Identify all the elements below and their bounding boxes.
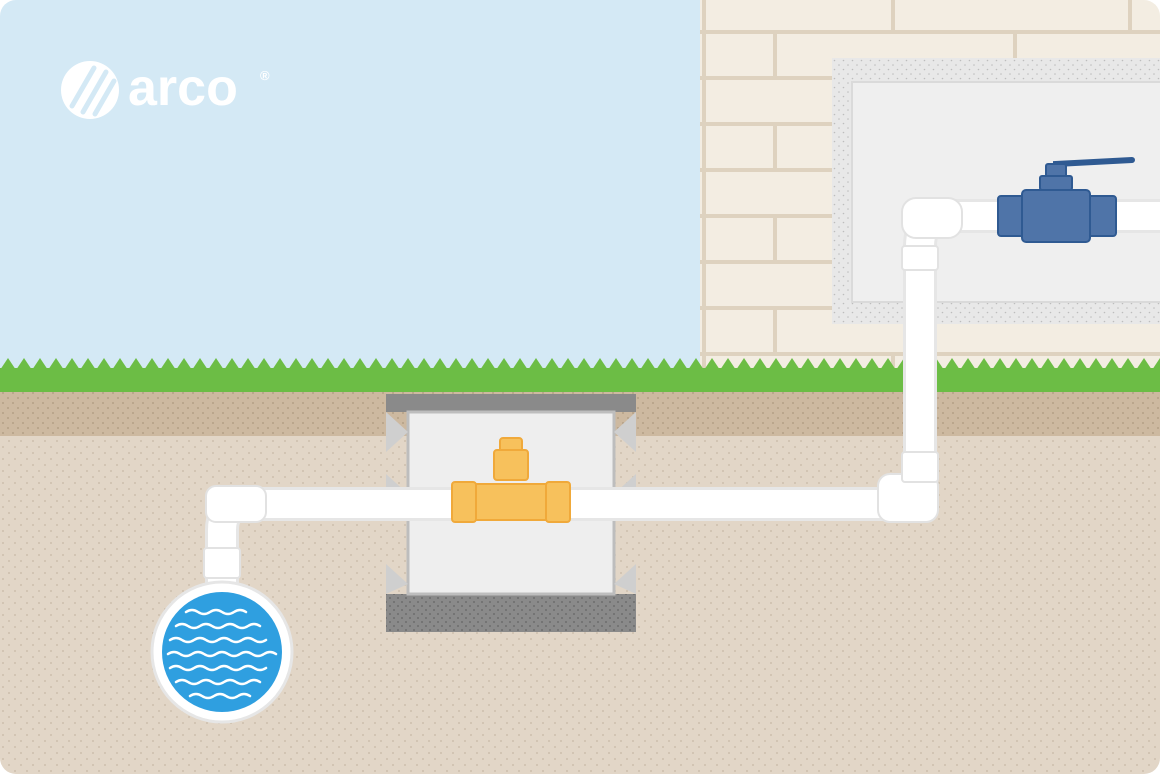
arco-logo-icon [61, 61, 119, 119]
water-well-icon [150, 580, 294, 724]
check-valve-icon [451, 437, 571, 523]
grass-strip [0, 358, 1160, 392]
ball-valve-icon [997, 157, 1135, 243]
pipe-fittings [203, 197, 963, 579]
registered-mark: ® [260, 68, 270, 83]
wall-recess [832, 58, 1160, 324]
sky [0, 0, 700, 380]
brand-name: arco [128, 59, 238, 117]
